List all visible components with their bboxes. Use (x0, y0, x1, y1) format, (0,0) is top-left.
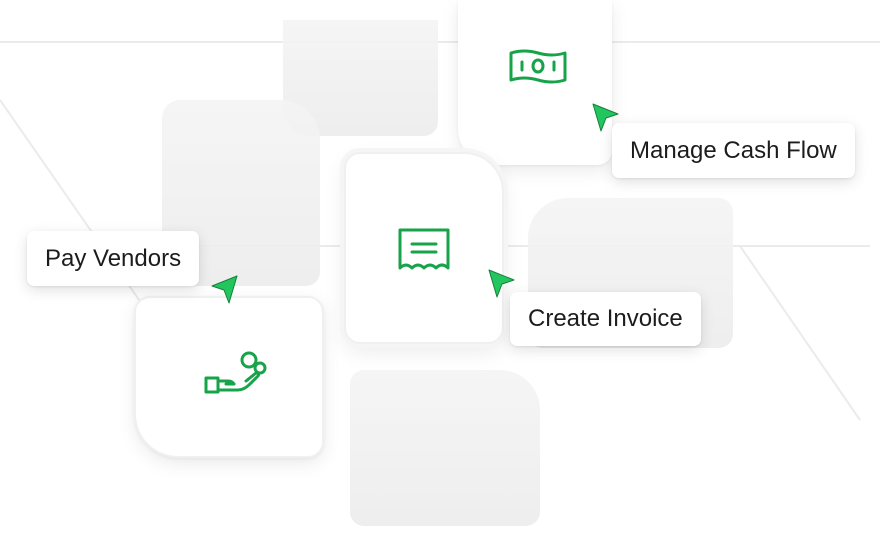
manage-cash-flow-tile[interactable] (458, 0, 612, 165)
create-invoice-tile[interactable] (344, 152, 504, 344)
create-invoice-label[interactable]: Create Invoice (510, 292, 701, 346)
placeholder-tile (350, 370, 540, 526)
banknote-icon (509, 49, 567, 84)
cursor-icon (592, 103, 619, 132)
hand-coins-icon (204, 351, 267, 394)
manage-cash-flow-label[interactable]: Manage Cash Flow (612, 123, 855, 178)
pay-vendors-tile[interactable] (134, 296, 324, 458)
cursor-icon (211, 275, 238, 304)
pay-vendors-label[interactable]: Pay Vendors (27, 231, 200, 286)
cursor-icon (488, 269, 515, 298)
receipt-icon (398, 228, 450, 270)
